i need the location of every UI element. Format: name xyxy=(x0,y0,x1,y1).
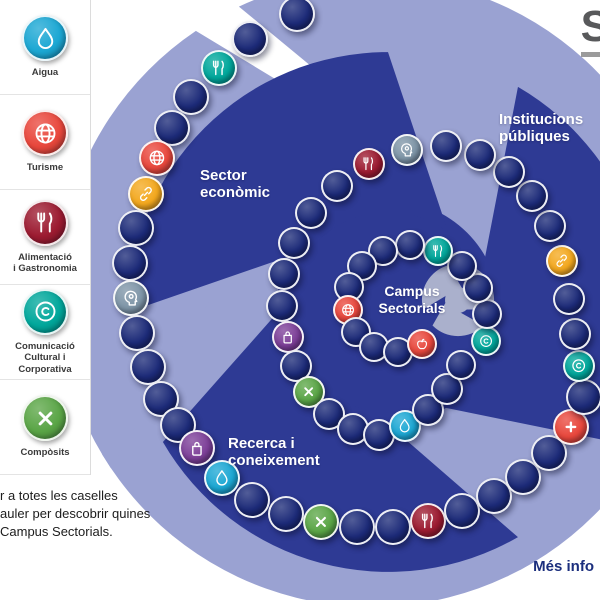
board-cell-purple-bag[interactable] xyxy=(272,321,304,353)
legend-icon-circle xyxy=(22,199,68,246)
board-cell[interactable] xyxy=(368,236,398,266)
drop-icon xyxy=(400,419,410,433)
utensils-icon xyxy=(36,212,52,233)
board-cell-slate-head[interactable] xyxy=(391,134,423,166)
board-cell[interactable] xyxy=(476,478,512,514)
globe-icon xyxy=(149,150,165,166)
utensils-icon xyxy=(433,245,443,257)
utensils-icon xyxy=(422,513,434,529)
bag-icon xyxy=(283,331,293,344)
board-cell[interactable] xyxy=(278,227,310,259)
board-cell-red-globe[interactable] xyxy=(139,140,175,176)
board-cell-darkred-utensils[interactable] xyxy=(410,503,446,539)
legend-icon-circle xyxy=(22,110,68,157)
board-cell[interactable] xyxy=(375,509,411,545)
head-icon xyxy=(124,290,138,306)
copyright-icon xyxy=(35,301,55,322)
board-cell[interactable] xyxy=(321,170,353,202)
board-cell[interactable] xyxy=(566,379,600,415)
logo-caption-bar xyxy=(580,52,600,57)
board-cell[interactable] xyxy=(295,197,327,229)
head-icon xyxy=(401,143,413,157)
chain-icon xyxy=(140,186,152,202)
board-cell[interactable] xyxy=(446,350,476,380)
legend-icon-circle xyxy=(22,395,68,442)
legend-label: Turisme xyxy=(26,162,64,174)
board-cell-yellow-chain[interactable] xyxy=(546,245,578,277)
logo: S xyxy=(580,2,600,57)
board-cell[interactable] xyxy=(234,482,270,518)
board-cell-yellow-chain[interactable] xyxy=(128,176,164,212)
apple-icon xyxy=(416,338,427,350)
board-cell[interactable] xyxy=(444,493,480,529)
board-cell[interactable] xyxy=(279,0,315,32)
legend-item-composits: Compòsits xyxy=(0,380,90,475)
utensils-icon xyxy=(363,157,374,171)
x-icon xyxy=(38,411,52,426)
chain-icon xyxy=(556,254,568,268)
board-cell[interactable] xyxy=(463,273,493,303)
x-icon xyxy=(315,516,327,528)
board-cell[interactable] xyxy=(493,156,525,188)
board-cell-teal-copyright[interactable] xyxy=(563,350,595,382)
board-cell[interactable] xyxy=(534,210,566,242)
board-cell[interactable] xyxy=(266,290,298,322)
board-cell-blue-drop[interactable] xyxy=(204,460,240,496)
board-cell-purple-bag[interactable] xyxy=(179,430,215,466)
cross-icon xyxy=(565,421,577,433)
board-cell[interactable] xyxy=(472,299,502,329)
board-cell[interactable] xyxy=(173,79,209,115)
board-cell[interactable] xyxy=(464,139,496,171)
board-cell-red-apple[interactable] xyxy=(407,329,437,359)
board-cell-slate-head[interactable] xyxy=(113,280,149,316)
board-cell[interactable] xyxy=(119,315,155,351)
board-cell-teal-utensils[interactable] xyxy=(423,236,453,266)
board-cell[interactable] xyxy=(430,130,462,162)
board-cell[interactable] xyxy=(232,21,268,57)
utensils-icon xyxy=(213,60,225,76)
globe-icon xyxy=(35,123,55,144)
drop-icon xyxy=(37,27,53,49)
board-cell[interactable] xyxy=(505,459,541,495)
board-cell[interactable] xyxy=(516,180,548,212)
board-cell[interactable] xyxy=(268,496,304,532)
board-cell-darkred-utensils[interactable] xyxy=(353,148,385,180)
legend-item-aigua: Aigua xyxy=(0,0,90,95)
legend-label: Compòsits xyxy=(20,447,70,459)
drop-icon xyxy=(216,470,228,486)
board-cell-teal-copyright[interactable] xyxy=(471,326,501,356)
board-cell[interactable] xyxy=(118,210,154,246)
logo-letter: S xyxy=(580,2,600,51)
globe-icon xyxy=(342,304,354,316)
copyright-icon xyxy=(572,359,586,373)
board-cell-green-x[interactable] xyxy=(303,504,339,540)
board-cell[interactable] xyxy=(559,318,591,350)
board-cell[interactable] xyxy=(553,283,585,315)
board-cell-teal-utensils[interactable] xyxy=(201,50,237,86)
board-cell[interactable] xyxy=(339,509,375,545)
copyright-icon xyxy=(480,335,492,347)
board-cell[interactable] xyxy=(268,258,300,290)
more-info-link[interactable]: Més info xyxy=(533,558,594,575)
legend-item-turisme: Turisme xyxy=(0,95,90,190)
legend-icon-circle xyxy=(22,288,68,335)
board-cell[interactable] xyxy=(130,349,166,385)
legend-icon-circle xyxy=(22,15,68,62)
legend-label: Aigua xyxy=(31,67,59,79)
board-cell[interactable] xyxy=(112,245,148,281)
bag-icon xyxy=(192,442,202,456)
x-icon xyxy=(304,387,314,397)
board-cell[interactable] xyxy=(395,230,425,260)
